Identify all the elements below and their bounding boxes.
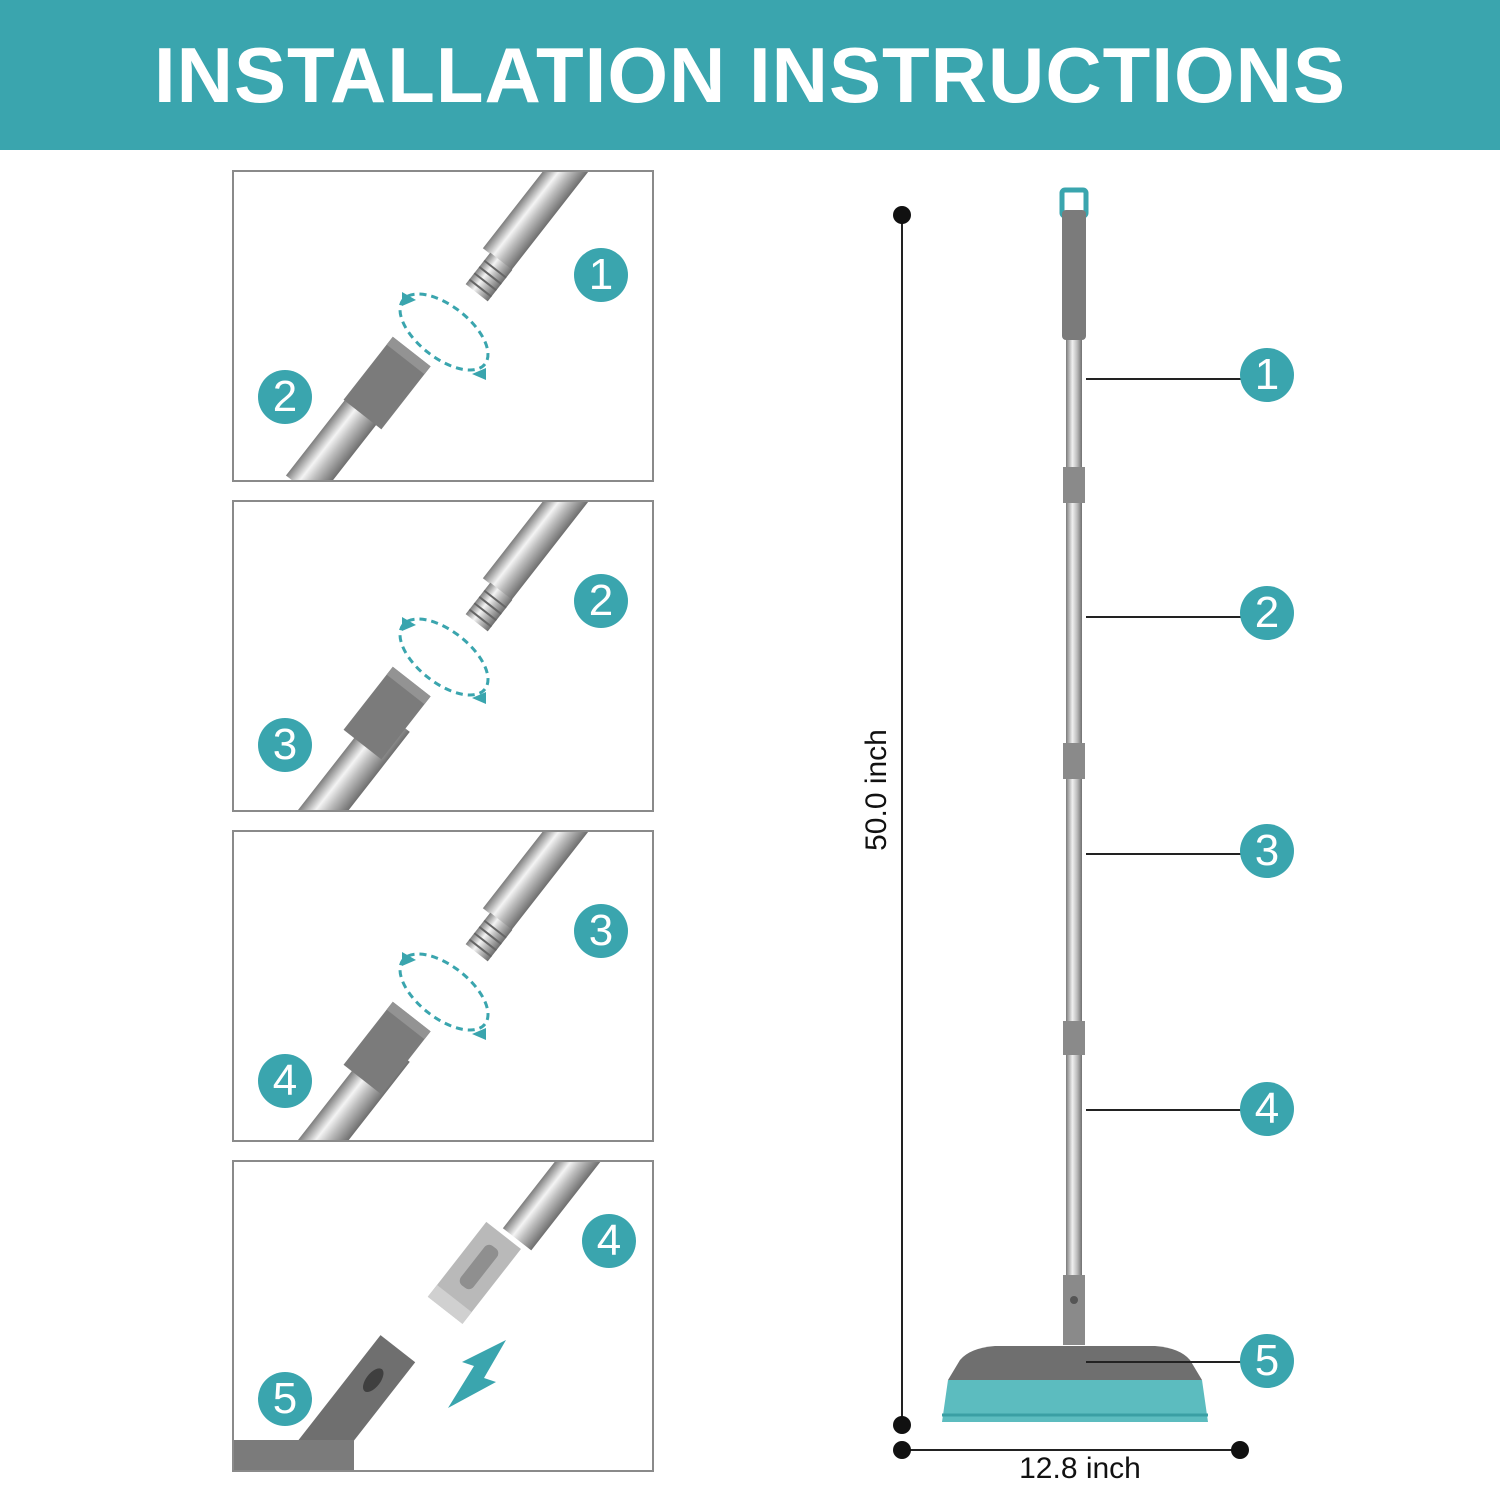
step-2-top-badge: 2 bbox=[574, 574, 628, 628]
step-panel-3: 3 4 bbox=[232, 830, 654, 1142]
diagram-segment-badge-4: 4 bbox=[1240, 1082, 1294, 1136]
step-4-bottom-badge: 5 bbox=[258, 1372, 312, 1426]
pole-connection-illustration bbox=[285, 502, 604, 810]
step-panel-4: 4 5 bbox=[232, 1160, 654, 1472]
diagram-segment-badge-2: 2 bbox=[1240, 586, 1294, 640]
height-dimension-label: 50.0 inch bbox=[860, 729, 893, 851]
step-panel-1: 1 2 bbox=[232, 170, 654, 482]
head-connector bbox=[1063, 1275, 1085, 1345]
broom-head-rubber bbox=[942, 1380, 1208, 1422]
step-1-bottom-badge: 2 bbox=[258, 370, 312, 424]
head-connection-illustration bbox=[234, 1162, 618, 1470]
handle-grip bbox=[1062, 210, 1086, 340]
diagram-segment-badge-1: 1 bbox=[1240, 348, 1294, 402]
step-1-top-badge: 1 bbox=[574, 248, 628, 302]
width-dimension-label: 12.8 inch bbox=[1019, 1452, 1141, 1485]
diagram-segment-badge-3: 3 bbox=[1240, 824, 1294, 878]
dimension-endpoint bbox=[893, 1441, 911, 1459]
dimension-endpoint bbox=[893, 1416, 911, 1434]
pole-connection-illustration bbox=[285, 832, 604, 1140]
assembled-product-diagram bbox=[893, 187, 1249, 1459]
pole-connection-illustration bbox=[285, 172, 604, 480]
joint-collar bbox=[1063, 1021, 1085, 1055]
dimension-endpoint bbox=[893, 206, 911, 224]
joint-collar bbox=[1063, 467, 1085, 503]
step-panel-2: 2 3 bbox=[232, 500, 654, 812]
page-title: INSTALLATION INSTRUCTIONS bbox=[153, 30, 1347, 119]
joint-collar bbox=[1063, 743, 1085, 779]
broom-head-top bbox=[948, 1346, 1202, 1380]
step-2-bottom-badge: 3 bbox=[258, 718, 312, 772]
dimension-endpoint bbox=[1231, 1441, 1249, 1459]
header-banner: INSTALLATION INSTRUCTIONS bbox=[0, 0, 1500, 150]
diagram-segment-badge-5: 5 bbox=[1240, 1334, 1294, 1388]
step-3-bottom-badge: 4 bbox=[258, 1054, 312, 1108]
step-4-top-badge: 4 bbox=[582, 1214, 636, 1268]
step-3-top-badge: 3 bbox=[574, 904, 628, 958]
